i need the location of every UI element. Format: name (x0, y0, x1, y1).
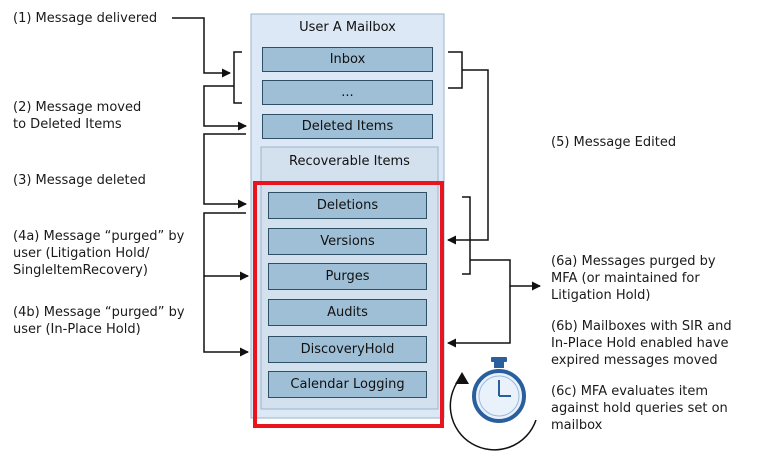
arrow-purged-4a (203, 212, 249, 281)
label-mfa-evaluates: (6c) MFA evaluates item against hold que… (551, 384, 728, 433)
arrow-moved (203, 85, 247, 131)
left-arrows (172, 17, 249, 357)
folder-versions[interactable]: Versions (268, 228, 427, 255)
folder-deleted-items[interactable]: Deleted Items (262, 114, 433, 139)
label-message-delivered: (1) Message delivered (13, 11, 158, 26)
label-message-moved: (2) Message moved to Deleted Items (13, 100, 142, 132)
label-purged-inplace: (4b) Message “purged” by user (In-Place … (13, 305, 185, 337)
folder-calendar-logging[interactable]: Calendar Logging (268, 371, 427, 398)
folder-purges[interactable]: Purges (268, 263, 427, 290)
arrow-purged-4b (203, 276, 249, 357)
bracket-left-top (233, 51, 242, 104)
highlight-frame (253, 181, 444, 428)
stopwatch-icon (472, 357, 526, 423)
cycle-arrow-head (455, 372, 469, 384)
folder-inbox[interactable]: Inbox (262, 47, 433, 72)
folder-ellipsis[interactable]: ... (262, 80, 433, 105)
arrow-sir-move (447, 286, 511, 348)
label-message-edited: (5) Message Edited (551, 135, 677, 150)
label-message-deleted: (3) Message deleted (13, 173, 146, 188)
arrow-deleted (203, 133, 247, 209)
bracket-right-top (448, 51, 463, 89)
folder-audits[interactable]: Audits (268, 299, 427, 326)
folder-deletions[interactable]: Deletions (268, 192, 427, 219)
arrow-delivered (172, 17, 231, 78)
cycle-arrow-icon (449, 375, 537, 451)
label-purged-by-mfa: (6a) Messages purged by MFA (or maintain… (551, 254, 716, 303)
arrow-mfa-out (470, 259, 541, 291)
folder-discovery-hold[interactable]: DiscoveryHold (268, 336, 427, 363)
bracket-right-bottom (462, 196, 471, 275)
recoverable-items-title: Recoverable Items (289, 154, 410, 169)
right-arrows (447, 51, 541, 348)
mailbox-title: User A Mailbox (299, 20, 396, 35)
arrow-edited (447, 69, 489, 245)
label-sir-inplace: (6b) Mailboxes with SIR and In-Place Hol… (551, 319, 732, 368)
label-purged-litigation: (4a) Message “purged” by user (Litigatio… (13, 229, 185, 278)
